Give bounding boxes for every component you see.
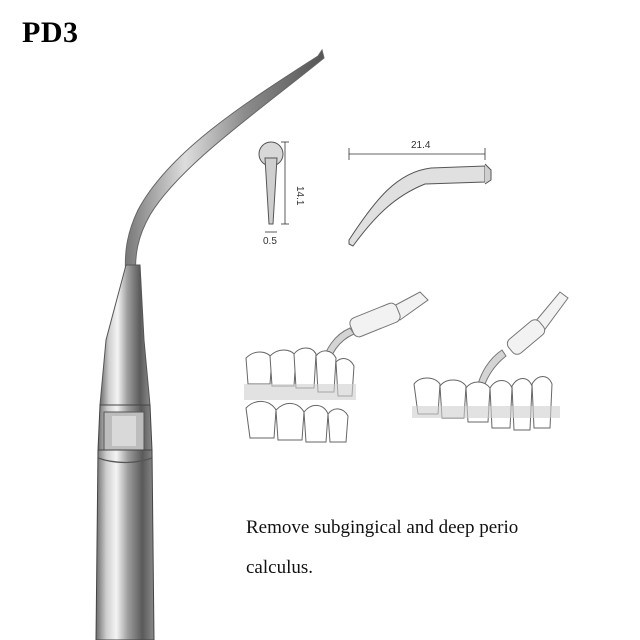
usage-illustration-lower-jaw	[244, 291, 429, 443]
usage-illustration-side-teeth	[412, 291, 569, 431]
tip-side-view-diagram: 21.4	[348, 140, 492, 247]
description-line-2: calculus.	[246, 557, 314, 578]
scaler-tip-image	[95, 48, 325, 640]
description-line-1: Remove subgingical and deep perio	[246, 517, 519, 538]
tip-diameter-dimension: 0.5	[263, 236, 277, 247]
tip-front-view-diagram: 14.1 0.5	[258, 141, 305, 247]
product-title: PD3	[22, 16, 79, 49]
height-dimension: 14.1	[294, 186, 305, 206]
length-dimension: 21.4	[411, 140, 431, 151]
product-description: Remove subgingical and deep perio calcul…	[246, 508, 626, 588]
